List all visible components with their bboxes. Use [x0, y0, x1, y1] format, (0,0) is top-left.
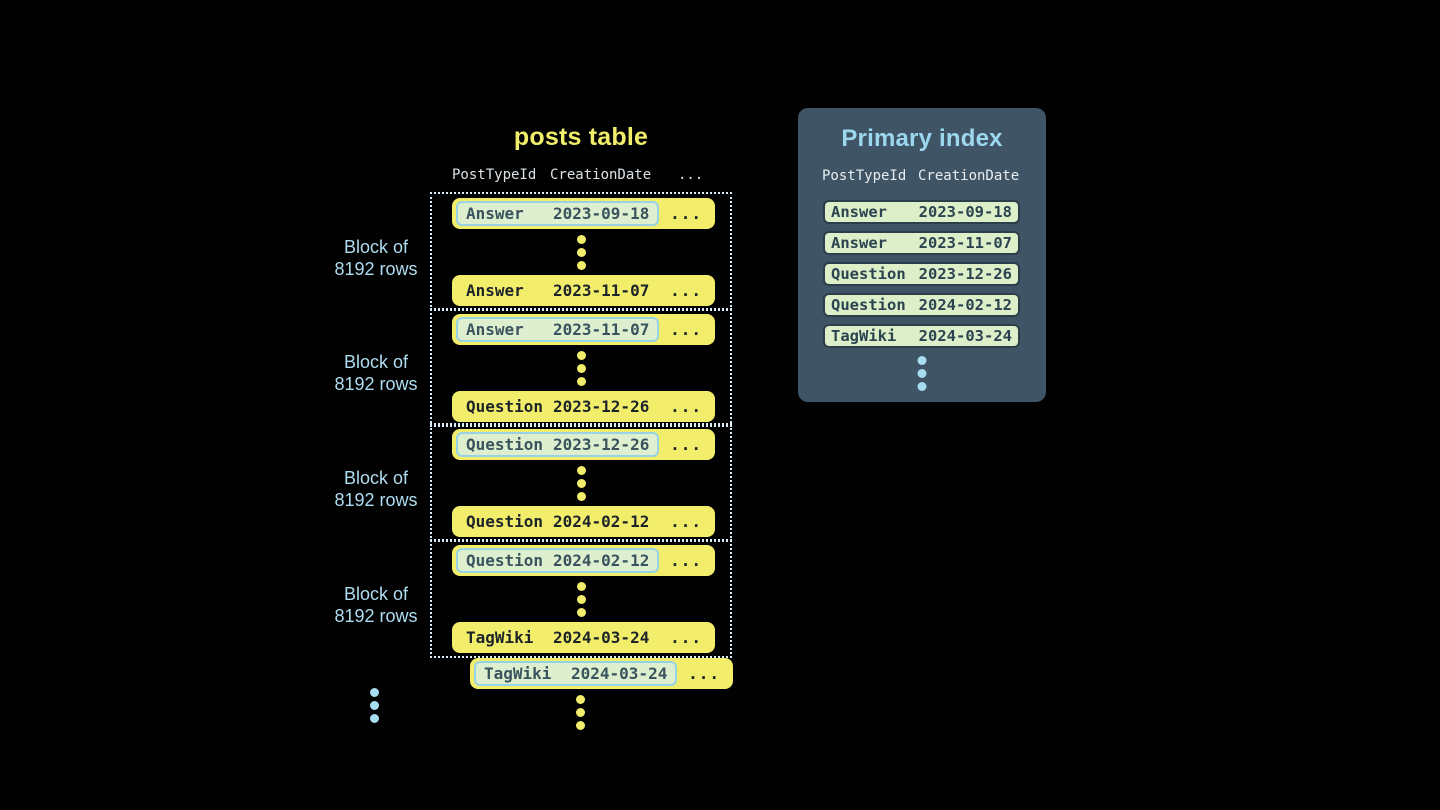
primary-index-column-headers: PostTypeId CreationDate — [798, 168, 1046, 186]
ellipsis-dots — [576, 581, 586, 617]
block-label-3: Block of 8192 rows — [334, 468, 418, 510]
block-label-2: Block of 8192 rows — [334, 352, 418, 394]
ellipsis-dots — [370, 688, 379, 723]
ellipsis-dots — [576, 234, 586, 270]
block-label-1: Block of 8192 rows — [334, 237, 418, 279]
column-header-posttypeid: PostTypeId — [452, 167, 537, 183]
index-column-header-creationdate: CreationDate — [918, 168, 1020, 184]
ellipsis-dots — [576, 350, 586, 386]
primary-index-title: Primary index — [841, 125, 1003, 152]
primary-index-panel: Primary index PostTypeId CreationDate An… — [798, 108, 1046, 402]
posts-table-title: posts table — [513, 123, 649, 151]
ellipsis-dots — [576, 465, 586, 501]
column-header-creationdate: CreationDate — [550, 167, 652, 183]
block-label-4: Block of 8192 rows — [334, 584, 418, 626]
ellipsis-dots — [576, 695, 585, 730]
ellipsis-dots — [917, 356, 927, 391]
index-column-header-posttypeid: PostTypeId — [822, 168, 907, 184]
posts-table-column-headers: PostTypeId CreationDate ... — [450, 167, 750, 185]
column-header-more: ... — [678, 167, 704, 183]
